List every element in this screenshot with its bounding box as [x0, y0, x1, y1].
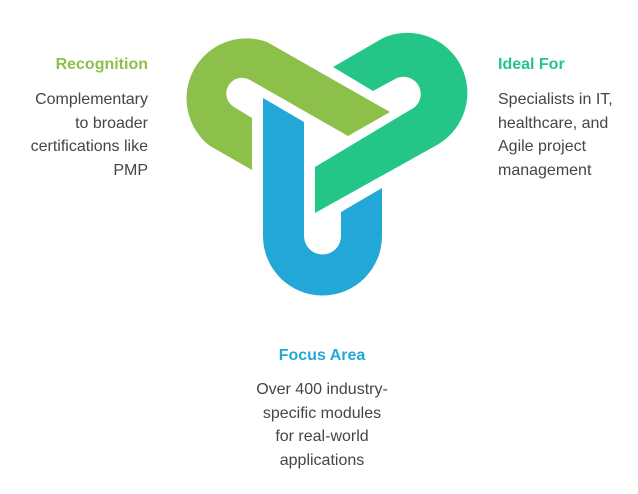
text-line: Agile project [498, 138, 587, 155]
recognition-title: Recognition [55, 56, 148, 73]
text-line: management [498, 161, 592, 179]
text-line: applications [279, 451, 365, 469]
text-line: Specialists in IT, [498, 91, 613, 108]
focus-area-text: Over 400 industry- specific modules for … [222, 378, 422, 472]
ideal-for-title: Ideal For [498, 56, 565, 73]
text-line: Over 400 industry- [256, 381, 388, 398]
text-line: Complementary [35, 91, 148, 108]
text-line: for real-world [275, 428, 369, 445]
ideal-for-text: Specialists in IT, healthcare, and Agile… [498, 88, 613, 182]
recognition-text: Complementary to broader certifications … [31, 88, 148, 182]
text-line: certifications like [30, 138, 148, 155]
teal-link-ideal [315, 32, 468, 213]
green-link-recognition [186, 38, 390, 170]
text-line: specific modules [262, 404, 382, 422]
blue-link-focus [263, 98, 382, 296]
text-line: healthcare, and [498, 114, 609, 132]
focus-area-title: Focus Area [278, 347, 366, 364]
text-line: to broader [75, 114, 148, 132]
text-line: PMP [113, 161, 148, 179]
